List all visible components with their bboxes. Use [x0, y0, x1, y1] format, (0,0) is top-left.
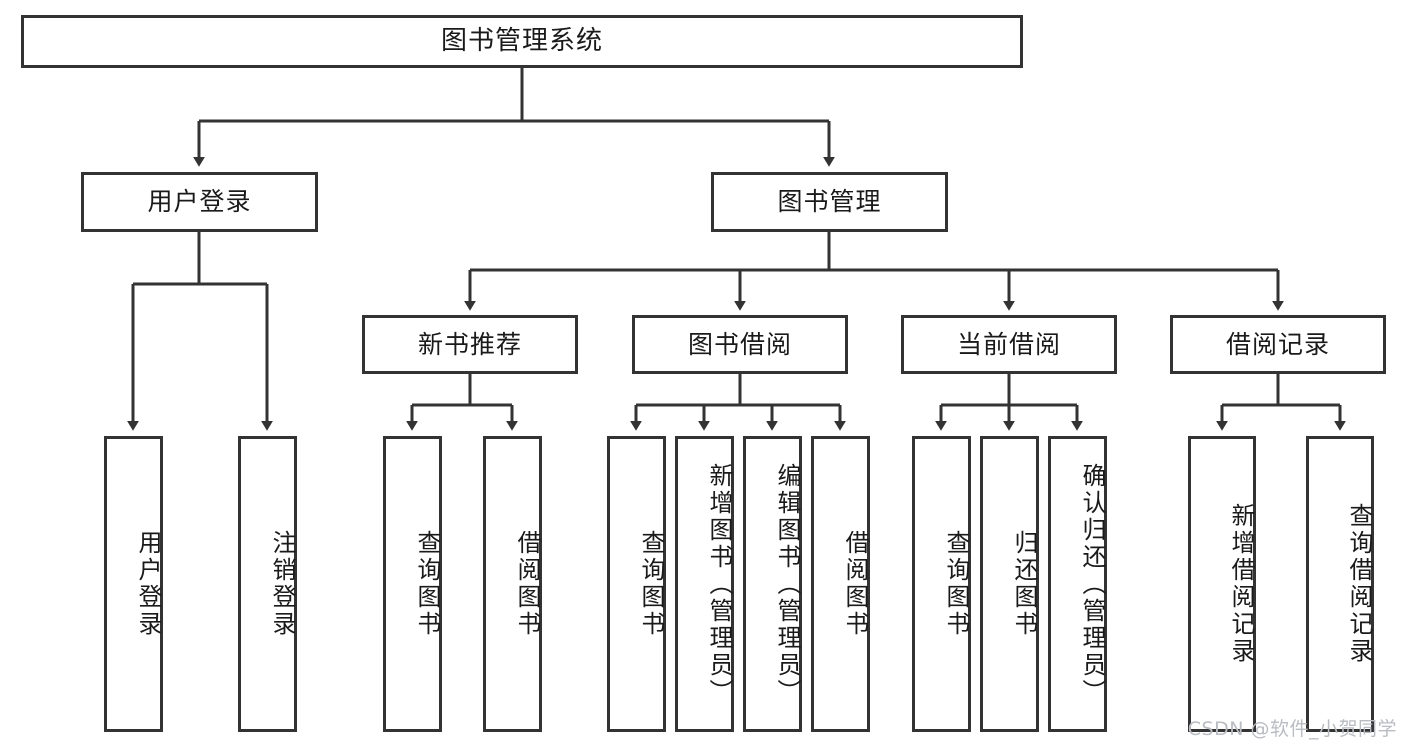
- node-label: 新书推荐: [417, 329, 522, 359]
- leaf-borrow-book[interactable]: 借阅图书: [811, 436, 870, 732]
- node-label: 用户登录: [147, 187, 252, 217]
- leaf-edit-book-admin[interactable]: 编辑图书（管理员）: [743, 436, 802, 732]
- node-label: 编辑图书（管理员）: [773, 462, 801, 706]
- watermark-text: CSDN @软件_小贺同学: [1187, 718, 1397, 740]
- node-root-book-management-system[interactable]: 图书管理系统: [21, 15, 1023, 68]
- node-user-login[interactable]: 用户登录: [81, 172, 318, 232]
- node-label: 借阅图书: [513, 530, 541, 638]
- node-book-borrow[interactable]: 图书借阅: [632, 315, 848, 374]
- leaf-add-book-admin[interactable]: 新增图书（管理员）: [675, 436, 734, 732]
- node-label: 图书管理系统: [440, 26, 603, 57]
- node-label: 用户登录: [134, 530, 162, 638]
- node-label: 注销登录: [268, 530, 296, 638]
- node-label: 借阅图书: [841, 530, 869, 638]
- node-label: 查询图书: [942, 530, 970, 638]
- node-label: 查询图书: [413, 530, 441, 638]
- node-current-borrow[interactable]: 当前借阅: [901, 315, 1117, 374]
- node-label: 查询图书: [637, 530, 665, 638]
- leaf-query-book-recommend[interactable]: 查询图书: [383, 436, 442, 732]
- leaf-query-book-borrow[interactable]: 查询图书: [607, 436, 666, 732]
- node-label: 确认归还（管理员）: [1078, 462, 1106, 706]
- node-label: 新增借阅记录: [1227, 503, 1255, 665]
- leaf-query-borrow-record[interactable]: 查询借阅记录: [1306, 436, 1374, 732]
- node-label: 归还图书: [1010, 530, 1038, 638]
- leaf-user-login[interactable]: 用户登录: [104, 436, 163, 732]
- node-label: 借阅记录: [1225, 329, 1330, 359]
- leaf-query-book-current[interactable]: 查询图书: [912, 436, 971, 732]
- leaf-borrow-book-recommend[interactable]: 借阅图书: [483, 436, 542, 732]
- leaf-logout[interactable]: 注销登录: [238, 436, 297, 732]
- leaf-add-borrow-record[interactable]: 新增借阅记录: [1188, 436, 1256, 732]
- leaf-return-book[interactable]: 归还图书: [980, 436, 1039, 732]
- leaf-confirm-return-admin[interactable]: 确认归还（管理员）: [1048, 436, 1107, 732]
- node-book-management[interactable]: 图书管理: [711, 172, 948, 232]
- node-borrow-record[interactable]: 借阅记录: [1170, 315, 1386, 374]
- node-new-book-recommend[interactable]: 新书推荐: [362, 315, 578, 374]
- node-label: 当前借阅: [956, 329, 1061, 359]
- node-label: 图书管理: [777, 187, 882, 217]
- node-label: 图书借阅: [687, 329, 792, 359]
- node-label: 新增图书（管理员）: [705, 462, 733, 706]
- node-label: 查询借阅记录: [1345, 503, 1373, 665]
